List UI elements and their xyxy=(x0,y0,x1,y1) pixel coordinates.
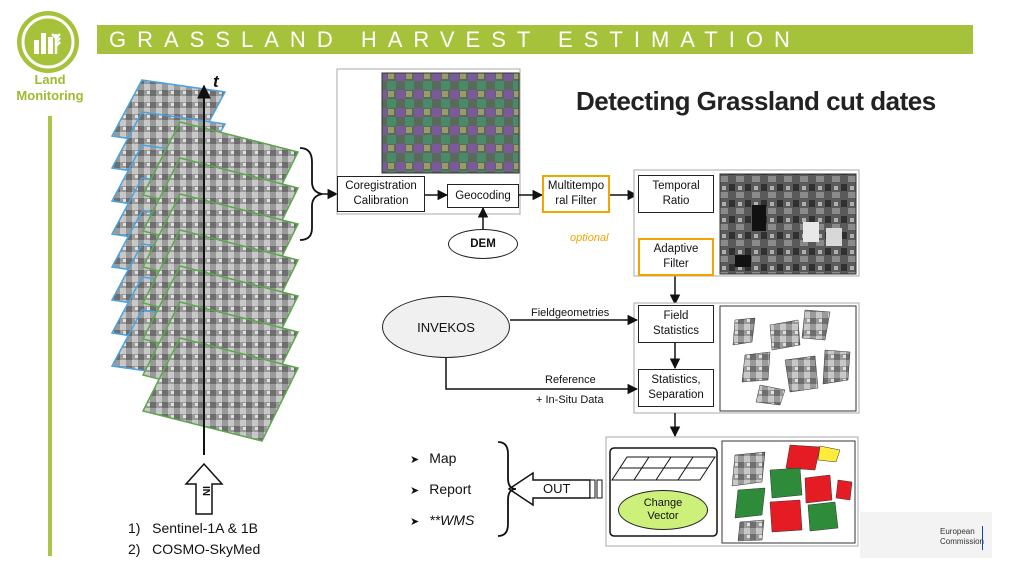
fieldgeometries-label: Fieldgeometries xyxy=(531,307,610,319)
multitemporal-line2: ral Filter xyxy=(555,195,597,207)
in-situ-label: + In-Situ Data xyxy=(536,394,604,406)
statistics-separation-box: Statistics, Separation xyxy=(638,369,714,407)
out-label: OUT xyxy=(543,481,571,496)
brand-line2: Monitoring xyxy=(16,88,84,103)
output-label: **WMS xyxy=(429,512,475,528)
change-vector-line1: Change xyxy=(643,497,683,509)
optional-label: optional xyxy=(570,232,609,244)
land-monitoring-logo xyxy=(14,8,82,76)
output-item-report: ➤ Report xyxy=(410,481,471,497)
geocoding-box: Geocoding xyxy=(447,184,519,208)
output-label: Map xyxy=(429,450,457,466)
in-arrow xyxy=(184,462,224,515)
brand-label: Land Monitoring xyxy=(4,72,96,104)
time-axis-label: t xyxy=(213,72,219,91)
ec-text: European Commission xyxy=(940,527,984,547)
field-stats-line2: Statistics xyxy=(652,325,699,337)
multitemporal-filter-box: Multitempo ral Filter xyxy=(542,175,610,213)
arrowhead-bullet-icon: ➤ xyxy=(410,454,420,466)
title-banner: GRASSLAND HARVEST ESTIMATION xyxy=(97,25,973,54)
reference-label: Reference xyxy=(545,374,596,386)
coreg-line2: Calibration xyxy=(353,195,409,207)
arrowhead-bullet-icon: ➤ xyxy=(410,516,420,528)
european-commission-logo xyxy=(860,512,992,558)
adaptive-line1: Adaptive xyxy=(653,243,699,255)
output-label: Report xyxy=(429,481,472,497)
coreg-line1: Coregistration xyxy=(345,180,417,192)
ec-divider xyxy=(982,526,983,550)
change-vector-line2: Vector xyxy=(647,510,679,522)
output-item-wms: ➤ **WMS xyxy=(410,512,474,528)
separation-line1: Statistics, xyxy=(651,374,701,386)
source-item: 1) Sentinel-1A & 1B xyxy=(128,520,258,536)
ec-line2: Commission xyxy=(940,537,985,546)
output-item-map: ➤ Map xyxy=(410,450,456,466)
arrowhead-bullet-icon: ➤ xyxy=(410,485,420,497)
in-label: IN xyxy=(200,486,211,496)
sar-image-stack xyxy=(110,79,300,442)
stack-brace xyxy=(299,147,323,241)
invekos-node: INVEKOS xyxy=(382,296,510,358)
multitemporal-line1: Multitempo xyxy=(547,180,605,192)
output-brace xyxy=(497,441,517,537)
grid-plane-icon xyxy=(611,456,716,481)
temporal-ratio-line2: Ratio xyxy=(662,195,690,207)
brand-line1: Land xyxy=(34,72,66,87)
out-arrow xyxy=(507,471,603,507)
ec-line1: European xyxy=(940,527,975,536)
separation-line2: Separation xyxy=(648,389,704,401)
field-stats-line1: Field xyxy=(663,310,689,322)
sidebar-divider xyxy=(48,116,52,556)
adaptive-line2: Filter xyxy=(663,258,689,270)
source-item: 2) COSMO-SkyMed xyxy=(128,541,261,557)
temporal-ratio-line1: Temporal xyxy=(652,180,700,192)
rgb-composite-image xyxy=(381,72,520,174)
page-headline: Detecting Grassland cut dates xyxy=(576,86,936,116)
dem-node: DEM xyxy=(448,229,518,259)
data-sources-list: 1) Sentinel-1A & 1B 2) COSMO-SkyMed xyxy=(128,518,260,560)
